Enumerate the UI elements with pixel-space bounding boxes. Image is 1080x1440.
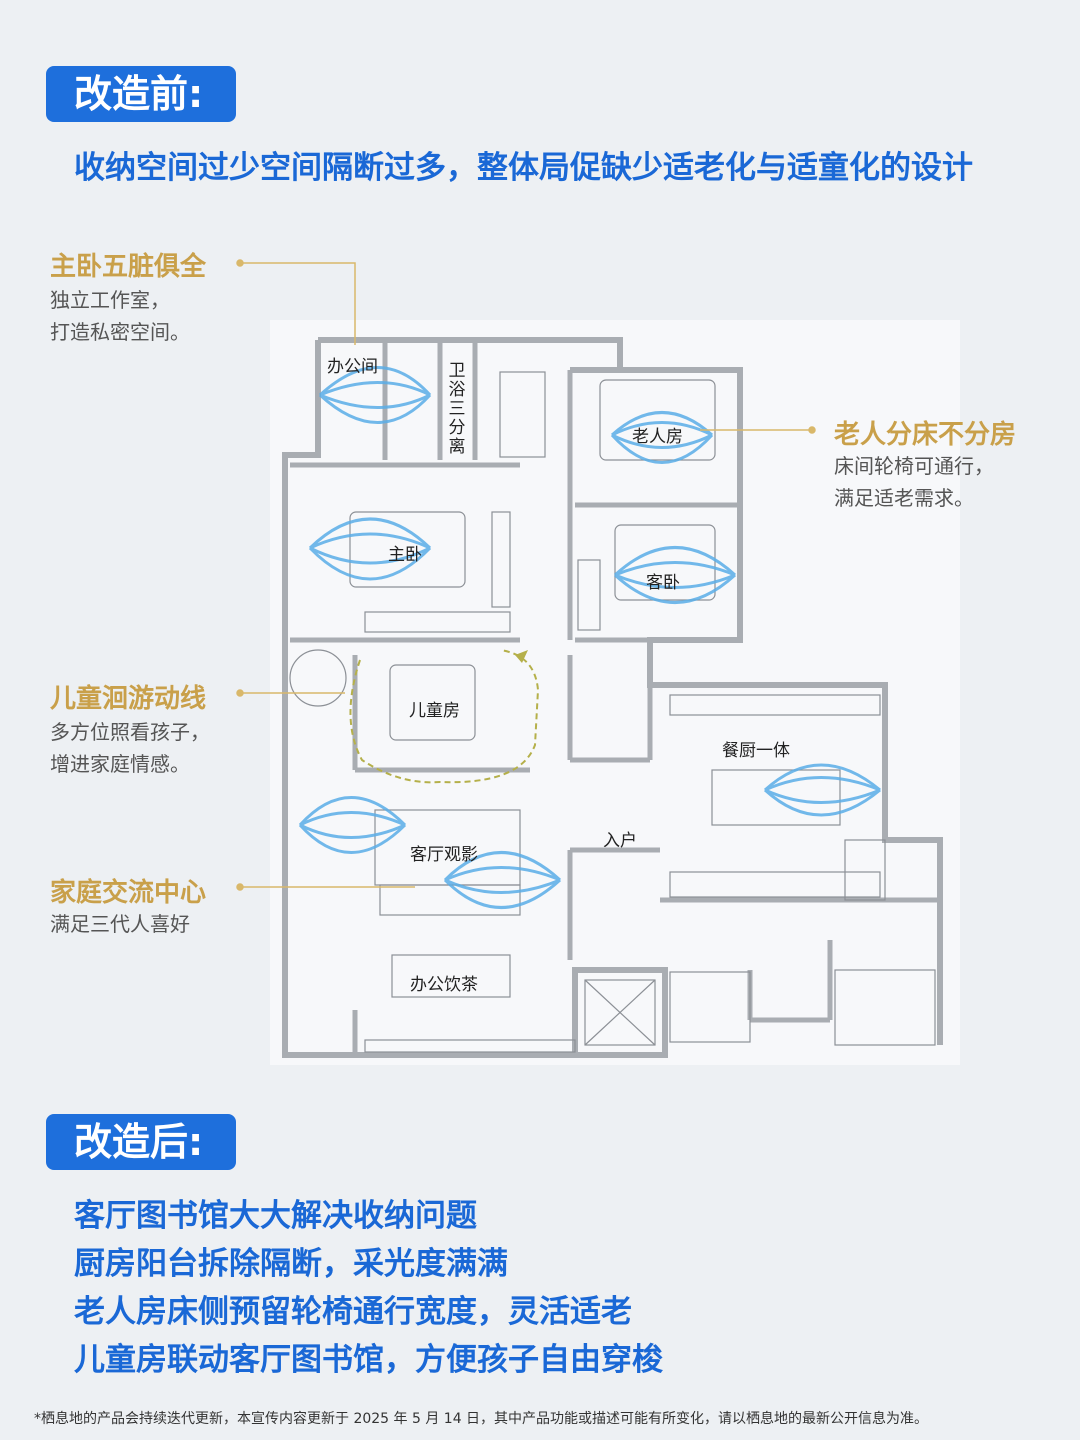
- airflow-marks: [298, 366, 881, 909]
- room-master: 主卧: [388, 545, 422, 565]
- annotation-elder-title: 老人分床不分房: [834, 420, 1017, 450]
- annotation-elder-desc-1: 床间轮椅可通行，: [834, 454, 994, 478]
- annotation-master-desc-2: 打造私密空间。: [50, 320, 190, 344]
- room-entry: 入户: [603, 831, 637, 851]
- annotation-master-title: 主卧五脏俱全: [50, 252, 207, 282]
- after-tag: 改造后:: [46, 1114, 236, 1170]
- room-dining: 餐厨一体: [722, 741, 790, 761]
- room-guest: 客卧: [646, 573, 680, 593]
- airflow-dining: [763, 763, 881, 817]
- after-line-3: 老人房床侧预留轮椅通行宽度，灵活适老: [74, 1294, 632, 1330]
- furniture: [289, 371, 936, 1053]
- airflow-living-left: [298, 796, 407, 854]
- annotation-family-desc-1: 满足三代人喜好: [50, 912, 190, 936]
- room-tea: 办公饮茶: [410, 975, 478, 995]
- footnote: *栖息地的产品会持续迭代更新，本宣传内容更新于 2025 年 5 月 14 日，…: [34, 1411, 929, 1427]
- before-headline: 收纳空间过少空间隔断过多，整体局促缺少适老化与适童化的设计: [74, 150, 973, 186]
- annotation-kids-desc-2: 增进家庭情感。: [50, 752, 190, 776]
- room-bath: 卫浴三分离: [448, 361, 466, 457]
- airflow-master: [308, 517, 432, 581]
- airflow-office: [318, 366, 432, 424]
- after-line-1: 客厅图书馆大大解决收纳问题: [74, 1198, 477, 1234]
- room-kids: 儿童房: [409, 701, 460, 721]
- annotation-elder-desc-2: 满足适老需求。: [834, 486, 974, 510]
- room-office: 办公间: [327, 357, 378, 377]
- kids-loop-arrow: [515, 650, 528, 663]
- room-living: 客厅观影: [410, 845, 478, 865]
- annotation-leaders: [236, 259, 816, 891]
- annotation-kids-desc-1: 多方位照看孩子，: [50, 720, 210, 744]
- airflow-guest: [613, 546, 737, 604]
- airflow-living-right: [443, 851, 562, 909]
- annotation-master-desc-1: 独立工作室，: [50, 288, 170, 312]
- after-line-4: 儿童房联动客厅图书馆，方便孩子自由穿梭: [74, 1342, 663, 1378]
- after-line-2: 厨房阳台拆除隔断，采光度满满: [74, 1246, 508, 1282]
- annotation-family-title: 家庭交流中心: [50, 878, 207, 908]
- kids-loop-path: [349, 649, 540, 784]
- room-elder: 老人房: [632, 427, 683, 447]
- before-tag: 改造前:: [46, 66, 236, 122]
- annotation-kids-title: 儿童洄游动线: [50, 684, 207, 714]
